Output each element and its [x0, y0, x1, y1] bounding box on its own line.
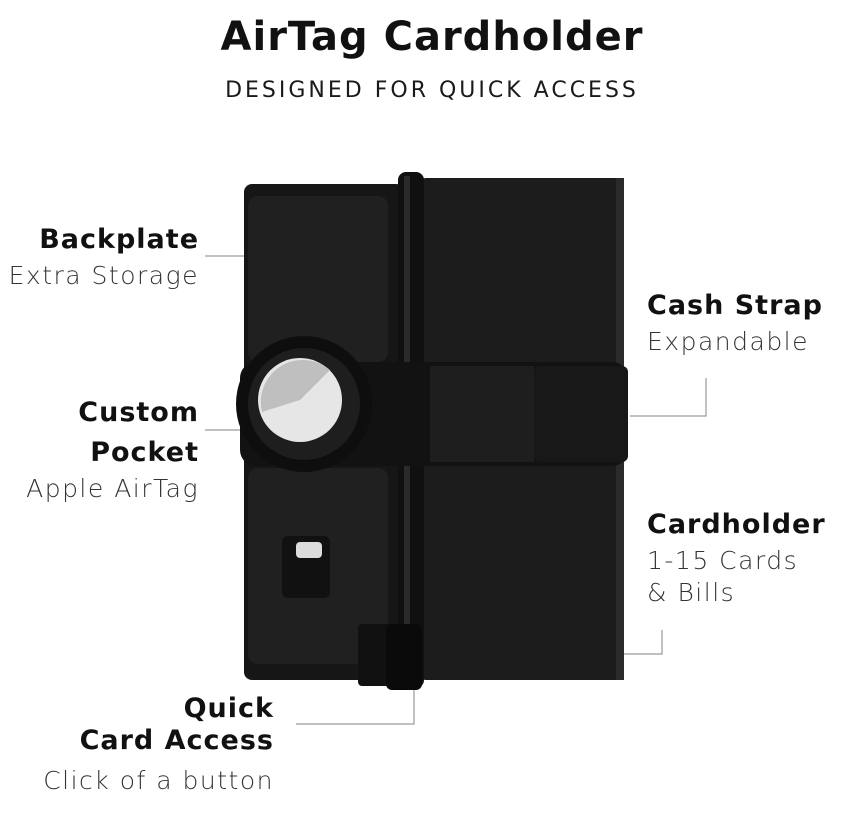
- leader-line-cardholder: [624, 630, 663, 655]
- callout-quick-card-access: Quick Card Access Click of a button: [0, 693, 274, 797]
- callout-cash-strap: Cash Strap Expandable: [647, 286, 857, 358]
- leader-line-quick-card-access: [296, 685, 415, 725]
- callout-backplate-title: Backplate: [39, 224, 199, 255]
- callout-cardholder-desc-1: 1-15 Cards: [647, 546, 799, 575]
- page-title: AirTag Cardholder: [220, 14, 644, 60]
- callout-quick-card-access-title-2: Card Access: [79, 725, 274, 756]
- callout-backplate-desc: Extra Storage: [8, 261, 199, 290]
- callout-cardholder: Cardholder 1-15 Cards & Bills: [647, 505, 857, 609]
- leader-lines: [205, 255, 707, 725]
- callout-backplate: Backplate Extra Storage: [0, 220, 199, 292]
- callout-cardholder-desc-2: & Bills: [647, 578, 736, 607]
- callout-quick-card-access-desc: Click of a button: [43, 766, 274, 795]
- callout-quick-card-access-title-1: Quick: [183, 693, 274, 724]
- leader-line-cash-strap: [630, 378, 707, 417]
- callout-cardholder-title: Cardholder: [647, 509, 826, 540]
- callout-custom-pocket-desc: Apple AirTag: [26, 474, 199, 503]
- callout-custom-pocket-title-1: Custom: [78, 397, 199, 428]
- page-subtitle: DESIGNED FOR QUICK ACCESS: [225, 78, 639, 103]
- callout-cash-strap-title: Cash Strap: [647, 290, 823, 321]
- callout-custom-pocket: Custom Pocket Apple AirTag: [0, 393, 199, 505]
- callout-cash-strap-desc: Expandable: [647, 327, 810, 356]
- callout-custom-pocket-title-2: Pocket: [90, 437, 199, 468]
